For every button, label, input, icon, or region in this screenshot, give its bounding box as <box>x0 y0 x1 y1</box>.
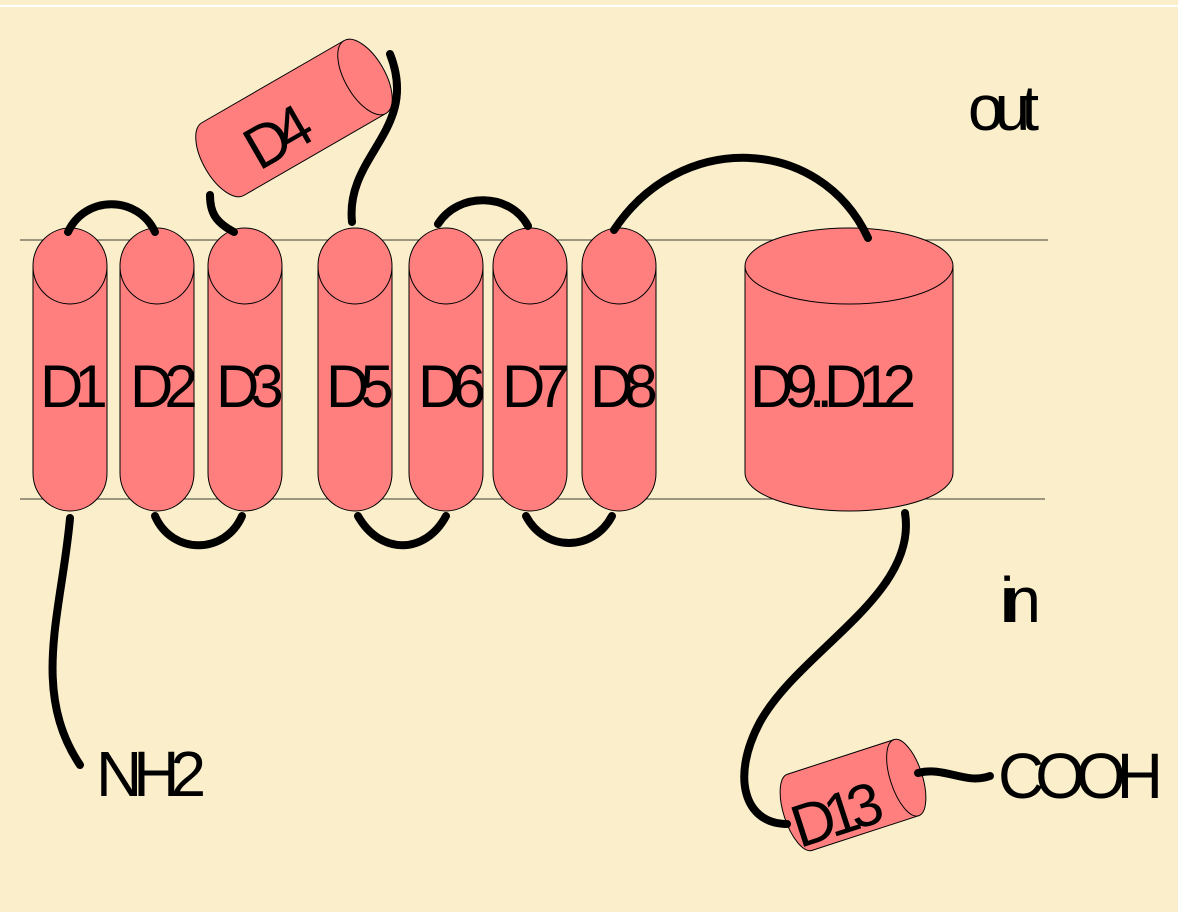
helix-d3 <box>207 227 283 512</box>
helix-d9-d12 <box>744 227 954 512</box>
loop-d12-d13 <box>740 509 910 828</box>
loop-d3-d4 <box>206 191 238 236</box>
region-label-in: in <box>1000 564 1037 636</box>
helix-label-d3: D3 <box>216 353 281 420</box>
loop-d7-d8 <box>522 512 616 547</box>
helix-d5 <box>317 227 393 512</box>
loop-d4-d5 <box>347 50 402 226</box>
helix-d8 <box>581 227 657 512</box>
loop-d1-d2 <box>64 200 159 236</box>
helix-d4 <box>195 38 393 198</box>
c-terminus-label: COOH <box>998 740 1158 812</box>
helix-label-d6: D6 <box>418 353 483 420</box>
helix-label-d9-d12: D9..D12 <box>750 353 914 420</box>
helix-d6 <box>408 227 484 512</box>
helix-label-d1: D1 <box>40 353 105 420</box>
n-terminal-tail <box>48 514 84 769</box>
loop-d8-d9 <box>610 153 872 242</box>
helix-d13 <box>779 738 927 852</box>
helix-label-d7: D7 <box>502 353 567 420</box>
loop-d6-d7 <box>434 196 532 230</box>
loop-d5-d6 <box>354 512 450 550</box>
n-terminus-label: NH2 <box>96 738 203 810</box>
loop-d2-d3 <box>151 512 246 550</box>
helix-label-d2: D2 <box>130 353 195 420</box>
c-terminal-tail <box>914 767 994 783</box>
helix-d7 <box>492 227 568 512</box>
helix-label-d5: D5 <box>326 353 391 420</box>
helix-label-d8: D8 <box>590 353 655 420</box>
helix-d2 <box>119 227 195 512</box>
region-label-out: out <box>968 72 1039 144</box>
